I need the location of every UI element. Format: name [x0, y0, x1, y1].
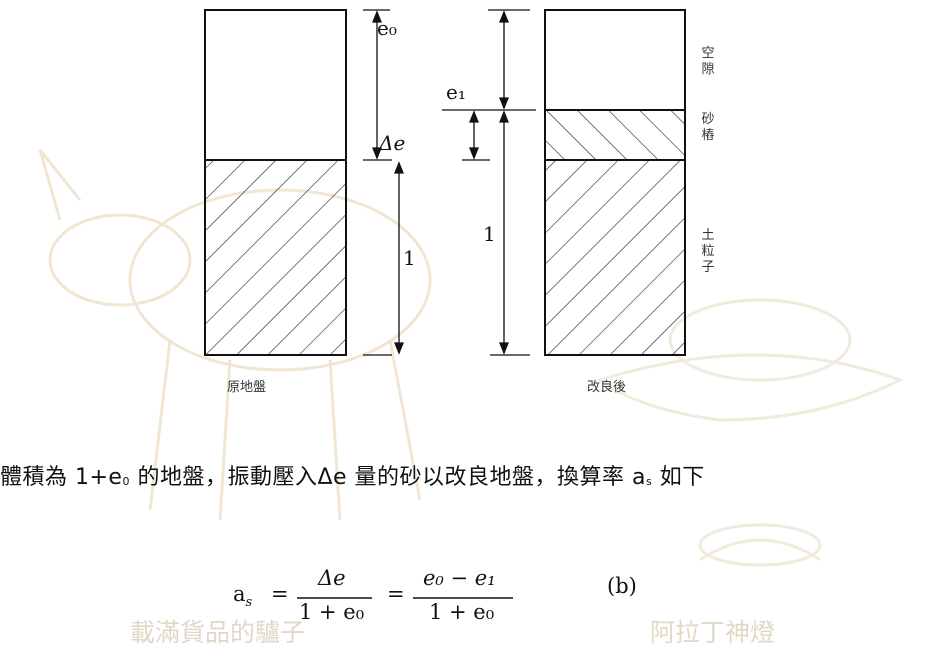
- void-label: 空隙: [701, 46, 715, 77]
- watermark-left: 載滿貨品的驢子: [130, 618, 306, 647]
- sand-pile-label: 砂樁: [701, 112, 715, 143]
- improved-ground-caption: 改良後: [587, 380, 627, 395]
- body-paragraph: 體積為 1+e0 的地盤，振動壓入Δe 量的砂以改良地盤，換算率 as 如下: [0, 459, 705, 491]
- body-text-part3: 如下: [652, 465, 705, 490]
- formula-frac2-denominator: 1 + e₀: [429, 600, 495, 624]
- body-sub-zero: 0: [122, 475, 130, 488]
- formula-equals-1: =: [271, 582, 289, 606]
- left-unit-label: 1: [403, 246, 416, 270]
- right-unit-label: 1: [483, 222, 496, 246]
- equation-label: (b): [607, 574, 637, 598]
- left-soil-box: [204, 159, 347, 356]
- delta-e-label: Δe: [379, 131, 406, 155]
- body-sub-s: s: [646, 475, 653, 488]
- body-text-part2: 的地盤，振動壓入Δe 量的砂以改良地盤，換算率 a: [129, 465, 647, 490]
- e1-label: e₁: [446, 80, 466, 104]
- formula-frac2-numerator: e₀ − e₁: [423, 566, 496, 590]
- right-sand-box: [544, 109, 686, 161]
- right-dimensions: [442, 9, 536, 356]
- formula-equals-2: =: [387, 582, 405, 606]
- original-ground-caption: 原地盤: [227, 380, 267, 395]
- formula-frac1-denominator: 1 + e₀: [299, 600, 365, 624]
- e0-label: e₀: [377, 16, 397, 40]
- left-dimensions: [363, 9, 404, 356]
- formula-frac1-numerator: Δe: [318, 566, 346, 590]
- right-void-box: [544, 9, 686, 111]
- soil-particle-label: 土粒子: [701, 228, 715, 275]
- left-void-box: [204, 9, 347, 161]
- watermark-right: 阿拉丁神燈: [650, 618, 776, 647]
- right-soil-box: [544, 159, 686, 356]
- body-text-part1: 體積為 1+e: [0, 465, 123, 490]
- formula-lhs: as: [233, 582, 253, 611]
